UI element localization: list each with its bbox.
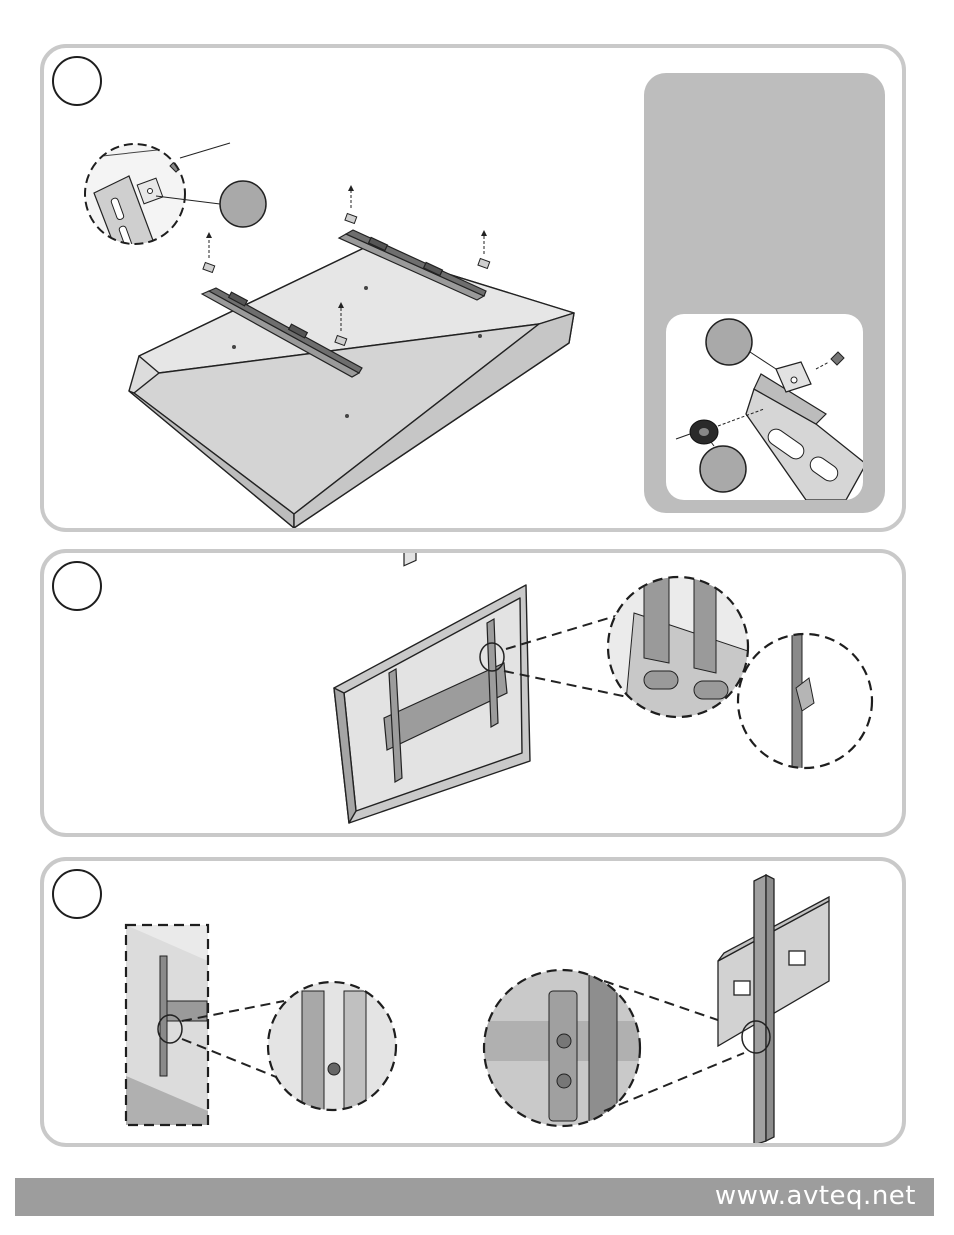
part-label-circle-3 — [700, 446, 746, 492]
step-2-panel — [40, 549, 906, 837]
step-3-illustration — [44, 861, 904, 1145]
tv-back-flat — [129, 248, 574, 528]
step-1-illustration — [44, 48, 644, 528]
part-label-circle-2 — [706, 319, 752, 365]
step-1-panel — [40, 44, 906, 532]
step-2-illustration — [44, 553, 904, 835]
step-3-panel — [40, 857, 906, 1147]
spacer-detail-illustration — [666, 314, 863, 500]
wall-plate-with-bracket — [718, 875, 829, 1145]
footer-bar: www.avteq.net — [15, 1178, 934, 1216]
hardware-option-box — [644, 73, 885, 513]
screw-detail-callout — [84, 143, 266, 258]
hook-engagement-detail — [734, 633, 874, 773]
spacer-detail-box — [666, 314, 863, 500]
website-url: www.avteq.net — [715, 1181, 916, 1211]
tv-edge-detail — [126, 925, 208, 1125]
screw-lock-detail-left — [264, 981, 404, 1121]
part-label-circle-1 — [220, 181, 266, 227]
